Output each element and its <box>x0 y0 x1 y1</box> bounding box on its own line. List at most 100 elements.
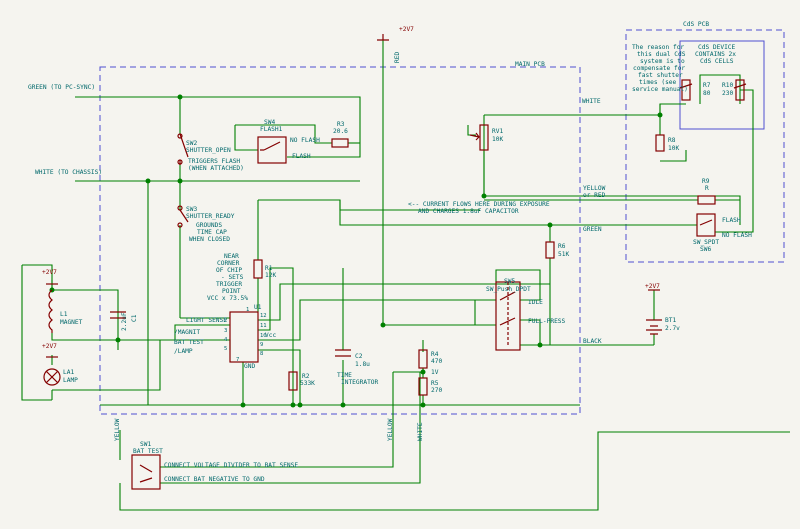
svg-text:9: 9 <box>260 342 263 348</box>
svg-text:SW5: SW5 <box>504 278 515 285</box>
svg-text:BAT TEST: BAT TEST <box>133 448 163 455</box>
r4-body <box>418 349 428 369</box>
cds-pcb-label: CdS PCB <box>683 21 709 28</box>
white-label-bottom: WHITE <box>417 422 424 441</box>
labels: +2V7 MAIN PCB CdS PCB GREEN (TO PC-SYNC)… <box>28 21 752 483</box>
svg-text:+2V7: +2V7 <box>42 343 57 350</box>
one-volt-label: 1V <box>431 369 439 376</box>
bat-test-label: BAT TEST <box>174 339 204 346</box>
svg-text:R8: R8 <box>668 137 676 144</box>
main-pcb-outline <box>99 66 581 415</box>
idle-label: IDLE <box>528 299 543 306</box>
pcb-outlines <box>99 29 785 415</box>
r7-body <box>681 79 691 101</box>
current-note-1: <-- CURRENT FLOWS HERE DURING EXPOSURE <box>408 201 550 208</box>
white-label-top: WHITE <box>582 98 601 105</box>
svg-text:SW4: SW4 <box>264 119 275 126</box>
svg-text:12: 12 <box>260 313 267 319</box>
components <box>43 34 747 490</box>
sw4-body <box>257 136 287 164</box>
svg-text:R: R <box>705 185 709 192</box>
svg-text:10K: 10K <box>492 136 503 143</box>
r10-body <box>735 79 745 101</box>
svg-text:10K: 10K <box>668 145 679 152</box>
svg-text:(WHEN ATTACHED): (WHEN ATTACHED) <box>188 165 244 172</box>
svg-text:SW6: SW6 <box>700 246 711 253</box>
svg-text:fast shutter: fast shutter <box>638 72 683 79</box>
svg-text:230: 230 <box>722 90 733 97</box>
svg-text:BT1: BT1 <box>665 317 676 324</box>
sw4-flash: FLASH <box>292 153 311 160</box>
svg-text:RV1: RV1 <box>492 128 503 135</box>
svg-text:CORNER: CORNER <box>217 260 240 267</box>
svg-text:- SETS: - SETS <box>221 274 244 281</box>
svg-text:times (see: times (see <box>639 79 677 86</box>
svg-text:5: 5 <box>224 346 227 352</box>
svg-text:R4: R4 <box>431 351 439 358</box>
svg-text:2.2uF: 2.2uF <box>121 312 128 331</box>
lamp-label: /LAMP <box>174 348 193 355</box>
svg-text:U1: U1 <box>254 304 262 311</box>
svg-text:MAGNET: MAGNET <box>60 319 83 326</box>
svg-text:+2V7: +2V7 <box>42 269 57 276</box>
r3-body <box>331 138 349 148</box>
yellow-or-red-2: or RED <box>583 192 606 199</box>
svg-text:POINT: POINT <box>222 288 241 295</box>
svg-text:8: 8 <box>260 351 263 357</box>
svg-text:CdS CELLS: CdS CELLS <box>700 58 734 65</box>
svg-text:L1: L1 <box>60 311 68 318</box>
sw6-no-flash: NO FLASH <box>722 232 752 239</box>
la1-body <box>43 368 61 386</box>
svg-text:R1: R1 <box>265 265 273 272</box>
svg-text:R10: R10 <box>722 82 733 89</box>
svg-text:R7: R7 <box>703 82 711 89</box>
svg-text:LAMP: LAMP <box>63 377 78 384</box>
white-chassis-label: WHITE (TO CHASSIS) <box>35 169 102 176</box>
connect-bat-neg-label: CONNECT BAT NEGATIVE TO GND <box>164 476 265 483</box>
green-label: GREEN <box>583 226 602 233</box>
r5-body <box>418 377 428 396</box>
bt1-body <box>646 319 662 335</box>
svg-text:533K: 533K <box>300 380 315 387</box>
red-label: RED <box>394 52 401 63</box>
r2-body <box>288 371 298 391</box>
magnit-label: /MAGNIT <box>174 329 200 336</box>
u1-body <box>229 311 259 363</box>
svg-text:TRIGGER: TRIGGER <box>216 281 242 288</box>
svg-text:GROUNDS: GROUNDS <box>196 222 222 229</box>
svg-text:C2: C2 <box>355 353 363 360</box>
c2-body <box>335 349 351 357</box>
plus-2v7-top: +2V7 <box>399 26 414 33</box>
svg-text:1: 1 <box>246 307 249 313</box>
svg-text:SHUTTER_READY: SHUTTER_READY <box>186 213 235 220</box>
svg-text:R9: R9 <box>702 178 710 185</box>
full-press-label: FULL-PRESS <box>528 318 566 325</box>
svg-text:2: 2 <box>224 318 227 324</box>
sw3-body <box>179 209 189 223</box>
svg-text:OF CHIP: OF CHIP <box>216 267 242 274</box>
sw6-flash: FLASH <box>722 217 741 224</box>
svg-text:TRIGGERS FLASH: TRIGGERS FLASH <box>188 158 240 165</box>
svg-text:SW3: SW3 <box>186 206 197 213</box>
junctions <box>49 94 663 408</box>
svg-text:SW_Push_DPDT: SW_Push_DPDT <box>486 286 531 293</box>
r8-body <box>655 134 665 152</box>
cds-device-outline <box>679 40 765 130</box>
black-label: BLACK <box>583 338 602 345</box>
current-note-2: AND CHARGES 1.8uF CAPACITOR <box>418 208 519 215</box>
r6-body <box>545 241 555 259</box>
svg-text:SW2: SW2 <box>186 140 197 147</box>
svg-text:CdS DEVICE: CdS DEVICE <box>698 44 736 51</box>
svg-text:7: 7 <box>236 357 239 363</box>
svg-text:CONTAINS 2x: CONTAINS 2x <box>695 51 736 58</box>
yellow-or-red-1: YELLOW <box>583 185 606 192</box>
svg-text:12K: 12K <box>265 272 276 279</box>
svg-text:R3: R3 <box>337 121 345 128</box>
svg-text:R2: R2 <box>302 373 310 380</box>
green-pc-sync-label: GREEN (TO PC-SYNC) <box>28 84 95 91</box>
svg-text:system is to: system is to <box>640 58 685 65</box>
r9-body <box>697 195 716 205</box>
l1-body <box>48 289 53 333</box>
r1-body <box>253 259 263 279</box>
